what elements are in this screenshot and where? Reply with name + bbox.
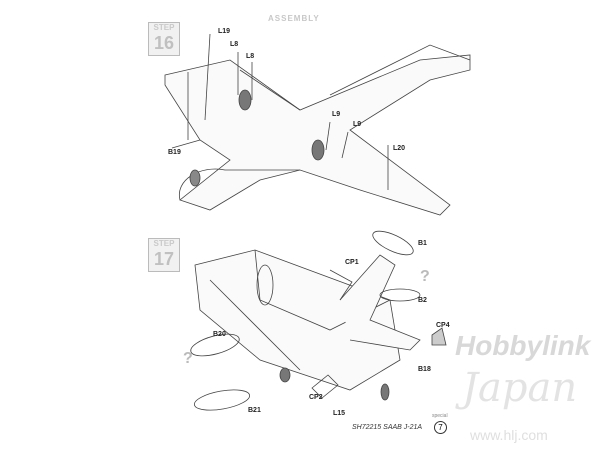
step16-aircraft [164, 33, 471, 216]
part-label: L9 [353, 121, 362, 128]
part-label: L8 [246, 53, 255, 60]
part-label: L19 [218, 28, 231, 35]
part-label: L20 [393, 145, 406, 152]
footer-code: SH72215 [352, 424, 382, 431]
part-label: B20 [213, 331, 226, 338]
watermark-url: www.hlj.com [470, 427, 548, 443]
part-label: B2 [418, 297, 427, 304]
step17-aircraft [190, 230, 447, 411]
part-label: CP1 [345, 259, 359, 266]
part-label: L8 [230, 41, 239, 48]
part-label: B18 [418, 366, 431, 373]
assembly-title: ASSEMBLY [268, 14, 320, 23]
unknown-mark: ? [183, 350, 193, 367]
part-label: L9 [332, 111, 341, 118]
unknown-mark: ? [420, 268, 430, 285]
part-label: L15 [333, 410, 346, 417]
watermark-brand: Hobbylink [455, 330, 591, 361]
page-tag: special [432, 413, 448, 419]
watermark-brand2: Japan [462, 365, 578, 411]
part-label: CP2 [309, 394, 323, 401]
step-17-badge: STEP 17 [148, 238, 180, 272]
part-label: CP4 [436, 322, 450, 329]
footer-model: SH72215 SAAB J-21A [352, 424, 422, 432]
part-label: B21 [248, 407, 261, 414]
step-number: 17 [153, 249, 175, 269]
page-number: 7 [434, 421, 447, 434]
step-word: STEP [153, 239, 175, 248]
step-16-badge: STEP 16 [148, 22, 180, 56]
step-number: 16 [153, 33, 175, 53]
part-label: B1 [418, 240, 427, 247]
footer-model-name: SAAB J-21A [383, 424, 423, 431]
step-word: STEP [153, 23, 175, 32]
part-label: B19 [168, 149, 181, 156]
